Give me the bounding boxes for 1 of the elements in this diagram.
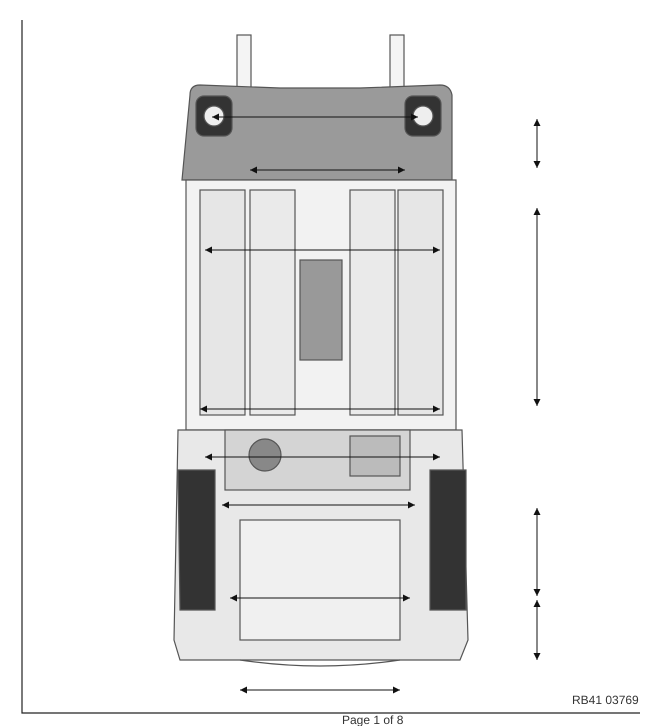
drawing-number: RB41 03769 (572, 693, 639, 707)
